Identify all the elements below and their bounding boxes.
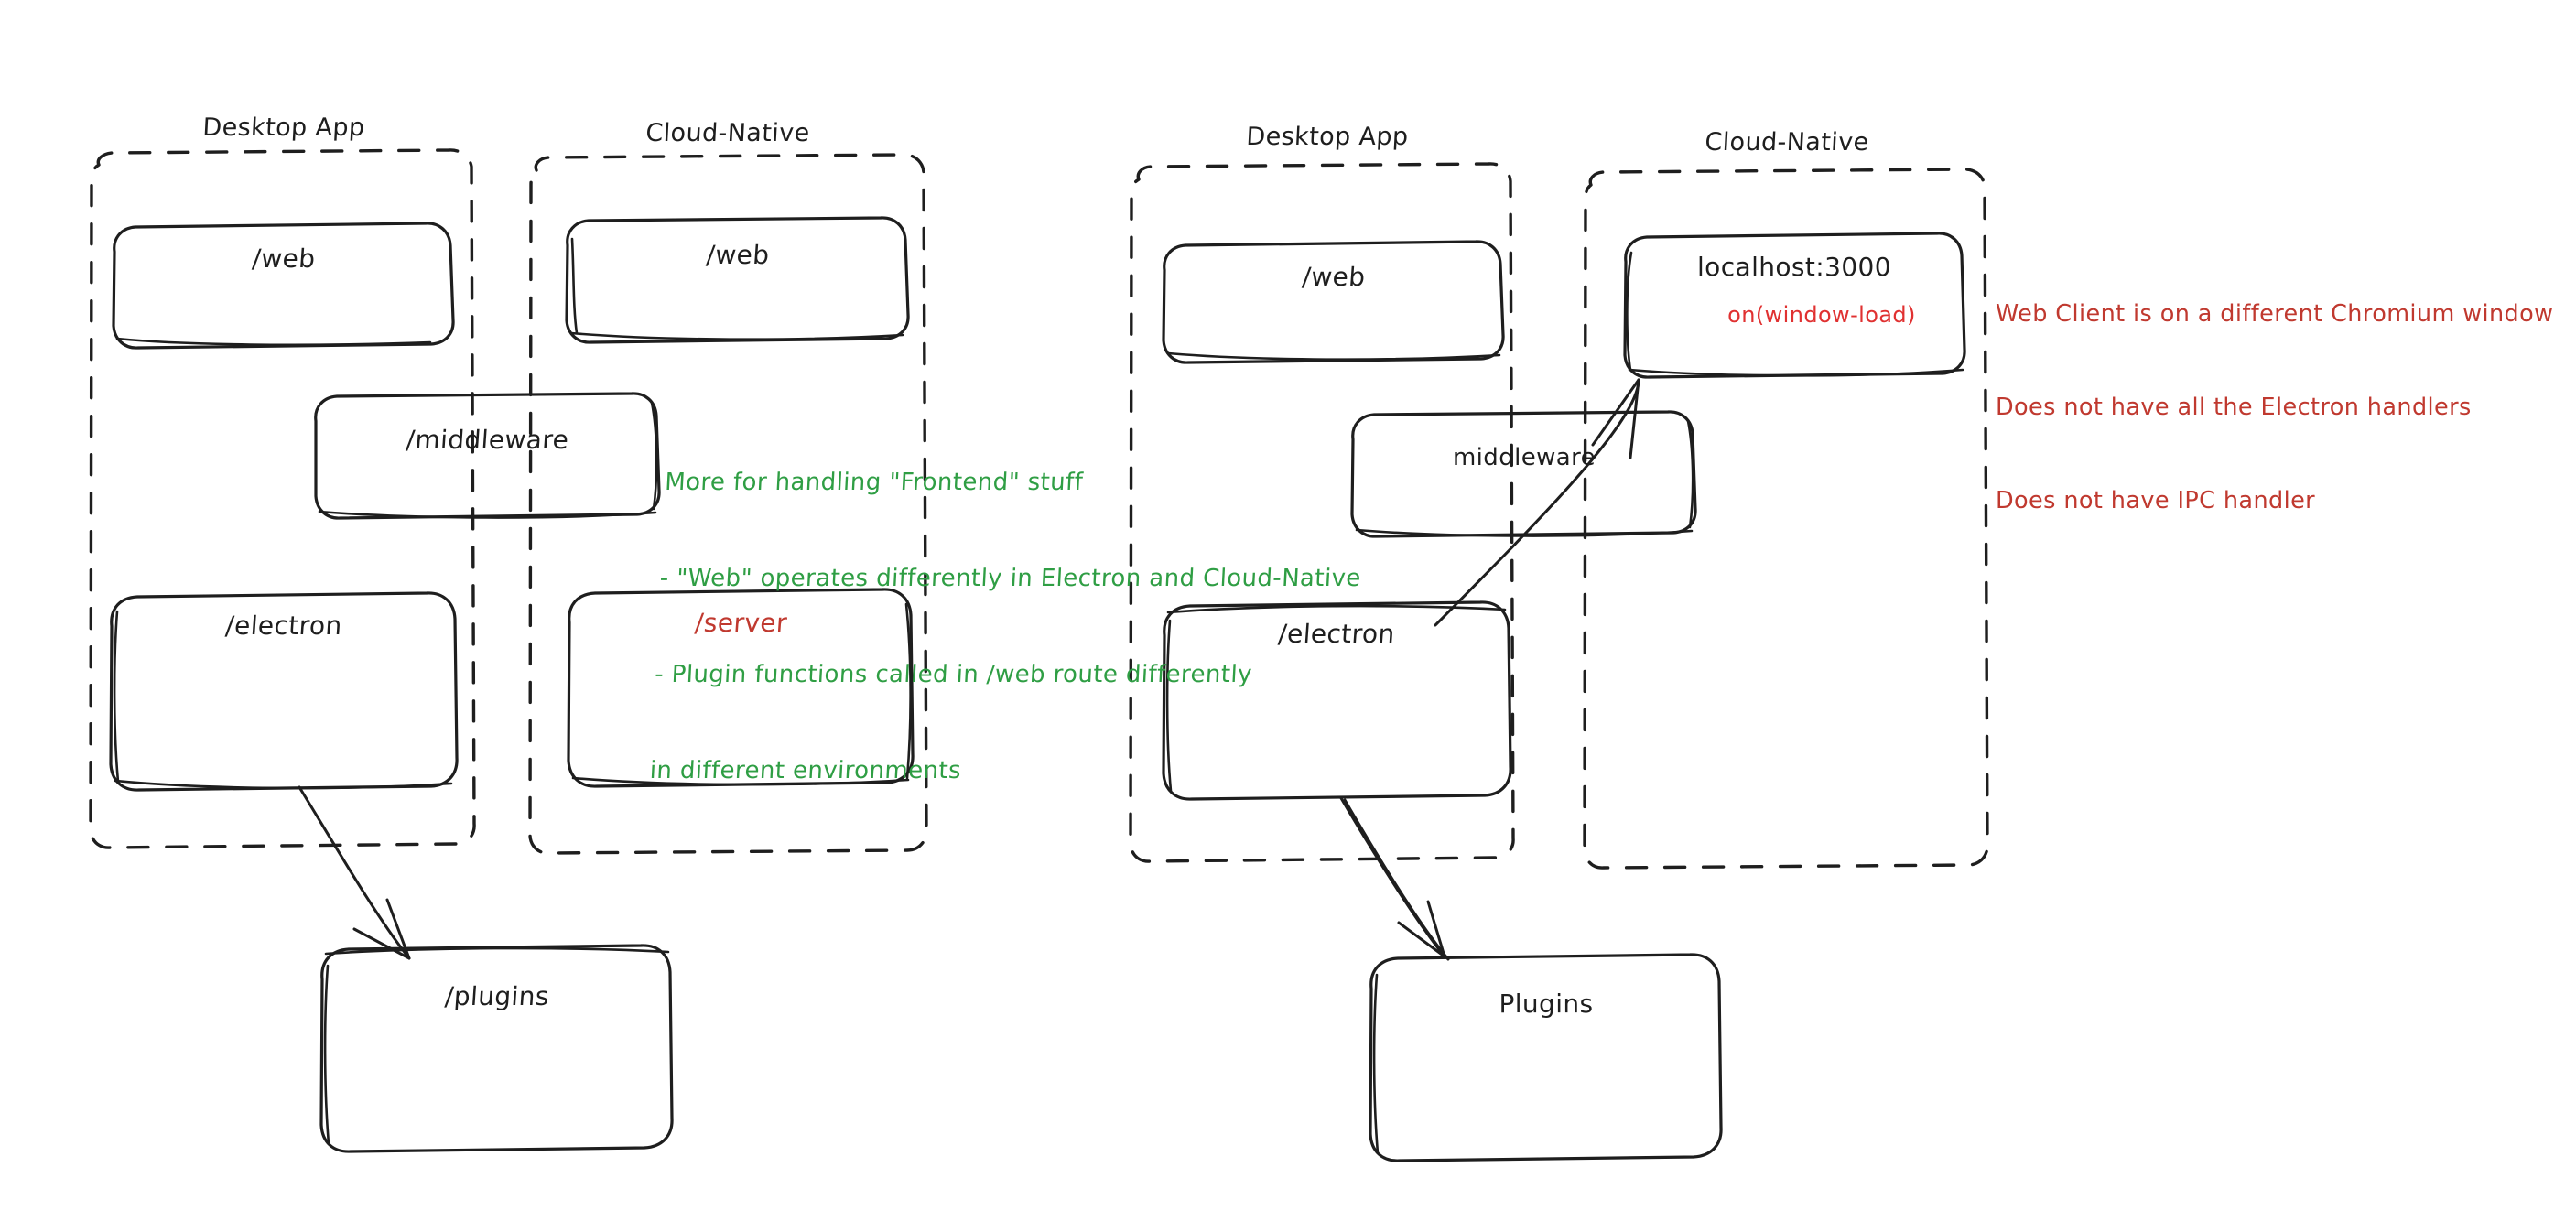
annotation-red-line-2: Does not have all the Electron handlers — [1996, 394, 2472, 421]
annotation-green-line-4: in different environments — [648, 757, 962, 784]
box-label-left-middleware[interactable]: /middleware — [405, 425, 570, 455]
annotation-red-line-1: Web Client is on a different Chromium wi… — [1996, 300, 2554, 328]
annotation-green-line-2: - "Web" operates differently in Electron… — [658, 565, 1362, 592]
group-outline-right-desktop — [1129, 162, 1515, 863]
box-label-right-desktop-web[interactable]: /web — [1301, 262, 1367, 292]
group-outline-left-desktop — [89, 148, 476, 849]
box-outline-left-server — [567, 588, 915, 788]
box-outline-right-middleware — [1350, 410, 1697, 538]
box-sublabel-right-localhost-onwindowload: on(window-load) — [1727, 302, 1916, 328]
group-outline-right-cloud — [1583, 168, 1989, 870]
box-outline-right-localhost — [1623, 232, 1966, 379]
box-outline-left-middleware — [314, 392, 661, 520]
box-label-left-cloud-web[interactable]: /web — [705, 240, 771, 270]
box-outline-left-plugins — [319, 944, 674, 1153]
annotation-red-note: Web Client is on a different Chromium wi… — [1996, 236, 2576, 578]
box-label-right-plugins[interactable]: Plugins — [1499, 989, 1594, 1019]
arrow-right-electron-to-localhost — [1434, 378, 1640, 627]
group-label-right-cloud: Cloud-Native — [1704, 128, 1870, 157]
box-outline-right-desktop-web — [1162, 240, 1505, 364]
box-label-left-plugins[interactable]: /plugins — [443, 981, 551, 1011]
box-label-left-desktop-web[interactable]: /web — [251, 243, 317, 274]
box-outline-left-desktop-web — [112, 222, 455, 350]
box-outline-left-electron — [109, 591, 459, 792]
group-label-right-desktop: Desktop App — [1245, 123, 1410, 151]
annotation-green-line-3: - Plugin functions called in /web route … — [654, 661, 1253, 688]
arrow-right-electron-to-plugins — [1339, 796, 1450, 961]
group-label-left-cloud: Cloud-Native — [644, 119, 811, 147]
group-label-left-desktop: Desktop App — [201, 113, 366, 142]
box-label-right-electron[interactable]: /electron — [1277, 619, 1396, 649]
group-outline-left-cloud — [528, 153, 928, 855]
annotation-green-line-1: More for handling "Frontend" stuff — [664, 469, 1084, 496]
box-outline-right-plugins — [1369, 953, 1723, 1162]
arrow-left-electron-to-plugins — [298, 785, 411, 960]
annotation-red-line-3: Does not have IPC handler — [1996, 487, 2316, 514]
box-label-right-localhost[interactable]: localhost:3000 — [1697, 252, 1891, 282]
box-outline-right-electron — [1162, 600, 1512, 801]
box-label-left-electron[interactable]: /electron — [224, 611, 343, 641]
box-outline-left-cloud-web — [565, 216, 910, 344]
box-label-right-middleware[interactable]: middleware — [1452, 444, 1596, 471]
